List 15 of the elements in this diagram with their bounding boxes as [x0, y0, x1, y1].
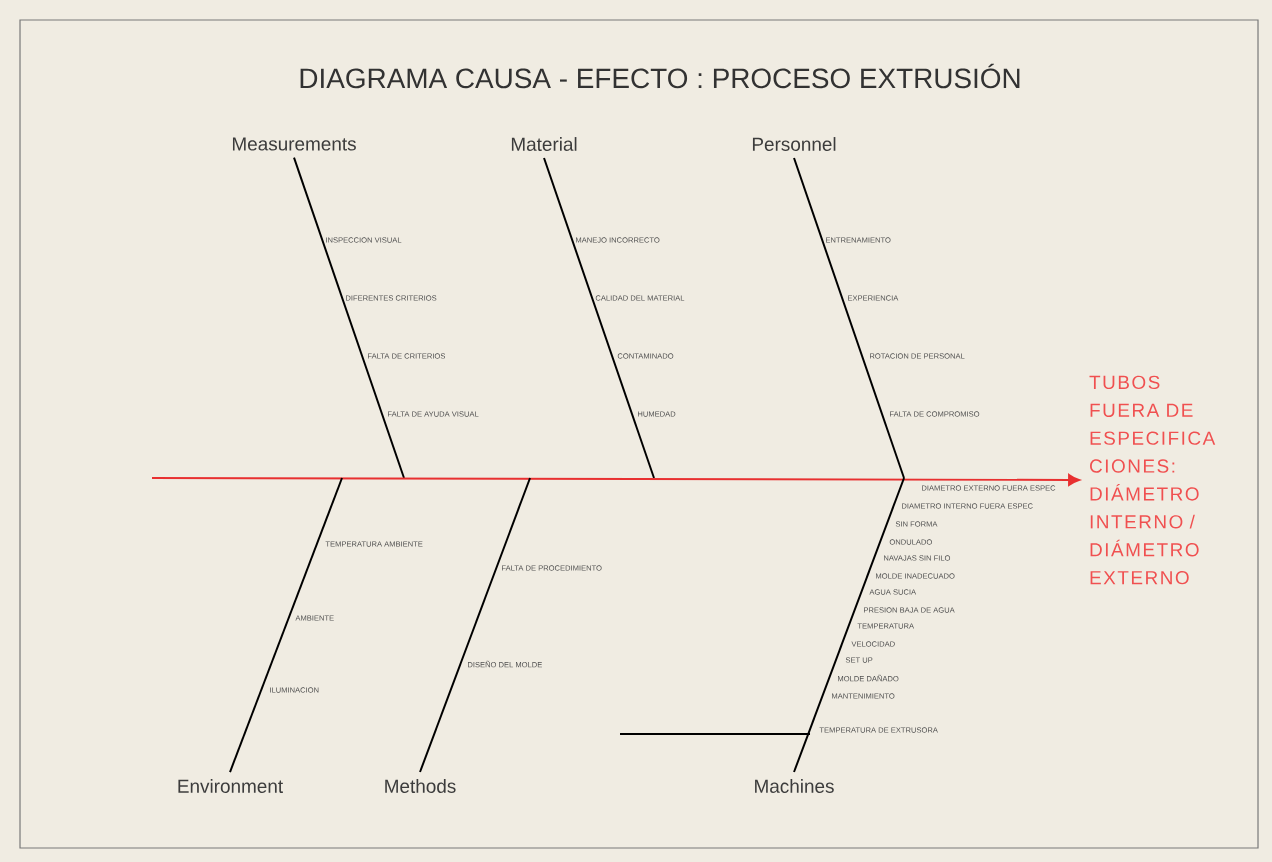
category-label: Material	[511, 137, 577, 151]
bone-line	[543, 157, 655, 479]
title: DIAGRAMA CAUSA - EFECTO : PROCESO EXTRUSIÓN	[300, 63, 1020, 89]
category-label: Measurements	[233, 137, 356, 151]
category-label: Methods	[385, 779, 456, 793]
spine-arrow	[151, 474, 1080, 486]
category-label: Personnel	[752, 137, 836, 151]
category-label: Machines	[755, 779, 834, 793]
effect-text: TUBOS FUERA DE ESPECIFICA CIONES: DIÁMETRO INTERNO / DIÁMETRO EXTERNO	[1089, 375, 1216, 585]
bone-line	[793, 477, 905, 773]
bone-line	[793, 157, 905, 479]
bone-line	[229, 477, 343, 773]
category-label: Environment	[178, 779, 283, 793]
bone-line	[419, 477, 531, 773]
bone-line	[293, 156, 405, 479]
